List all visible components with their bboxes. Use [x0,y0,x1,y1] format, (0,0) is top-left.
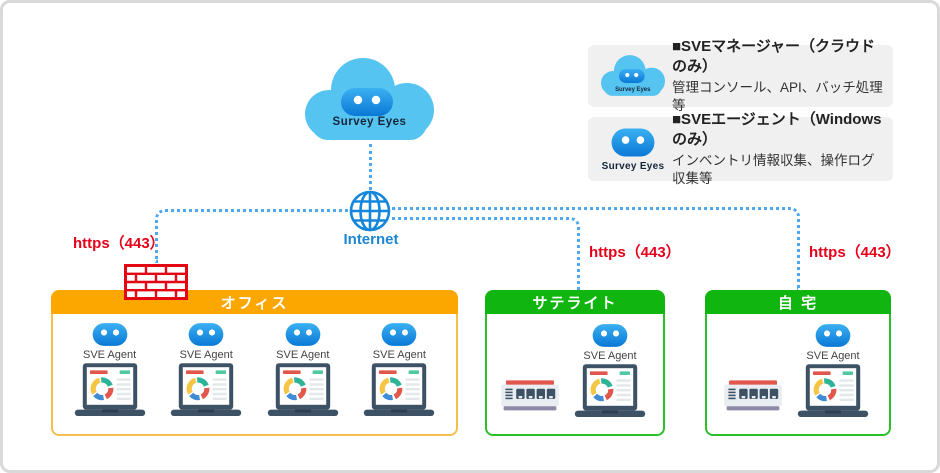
legend-agent-caption: Survey Eyes [601,161,665,172]
cloud-label: Survey Eyes [332,116,407,128]
laptop-icon [74,363,145,416]
survey-eyes-cloud-icon [305,58,434,140]
agent-unit: SVE Agent [70,321,150,421]
robot-face-icon [815,324,851,347]
legend-item-sve-manager: Survey Eyes ■SVEマネージャー（クラウドのみ） 管理コンソール、A… [588,38,893,113]
zone-satellite-header: サテライト [485,290,665,314]
agent-unit: SVE Agent [166,321,246,421]
robot-face-icon [188,323,224,346]
robot-face-icon [285,323,321,346]
laptop-icon [267,363,338,416]
robot-face-icon [341,88,393,116]
zone-office: オフィス SVE Agent [51,290,458,436]
zone-office-header: オフィス [51,290,458,314]
robot-face-icon [382,323,417,346]
internet-globe-icon [349,190,391,232]
laptop-icon [170,363,242,416]
agent-label: SVE Agent [583,350,637,362]
legend-title-agent: ■SVEエージェント（Windows のみ） [672,110,882,148]
robot-face-icon [592,324,628,347]
agent-label: SVE Agent [372,349,426,361]
agent-unit: SVE Agent [793,322,873,422]
agent-label: SVE Agent [179,349,233,361]
connection-home [392,207,800,290]
https-port-label-home: https（443） [809,244,901,261]
agent-unit: SVE Agent [570,322,650,422]
agent-label: SVE Agent [276,349,330,361]
laptop-icon [797,364,869,417]
sve-manager-cloud-icon: Survey Eyes [600,55,666,96]
router-icon [501,380,559,411]
firewall-icon [124,264,188,300]
legend-title-manager: ■SVEマネージャー（クラウドのみ） [672,37,876,75]
zone-satellite-title: サテライト [532,294,618,312]
laptop-icon [574,364,646,417]
zone-home-header: 自 宅 [705,290,891,314]
https-port-label-office: https（443） [73,235,165,252]
laptop-icon [364,363,435,416]
legend-item-sve-agent: Survey Eyes ■SVEエージェント（Windows のみ） インベント… [588,111,893,186]
zone-home: 自 宅 [705,290,891,436]
cloud-internet-link [369,144,372,190]
internet-label: Internet [343,231,399,248]
zone-office-title: オフィス [220,294,289,312]
robot-face-icon [92,323,127,346]
legend-cloud-caption: Survey Eyes [615,87,651,93]
agent-label: SVE Agent [806,350,860,362]
connection-satellite [392,217,580,290]
router-icon [724,380,782,411]
legend-desc-manager: 管理コンソール、API、バッチ処理等 [672,80,883,114]
zone-home-title: 自 宅 [777,294,819,312]
https-port-label-satellite: https（443） [589,244,681,261]
legend-desc-agent: インベントリ情報収集、操作ログ収集等 [672,153,875,187]
agent-unit: SVE Agent [359,321,439,421]
agent-unit: SVE Agent [263,321,343,421]
agent-label: SVE Agent [82,349,137,361]
zone-satellite: サテライト [485,290,665,436]
sve-agent-robot-icon [611,128,655,157]
connection-office [155,209,348,263]
